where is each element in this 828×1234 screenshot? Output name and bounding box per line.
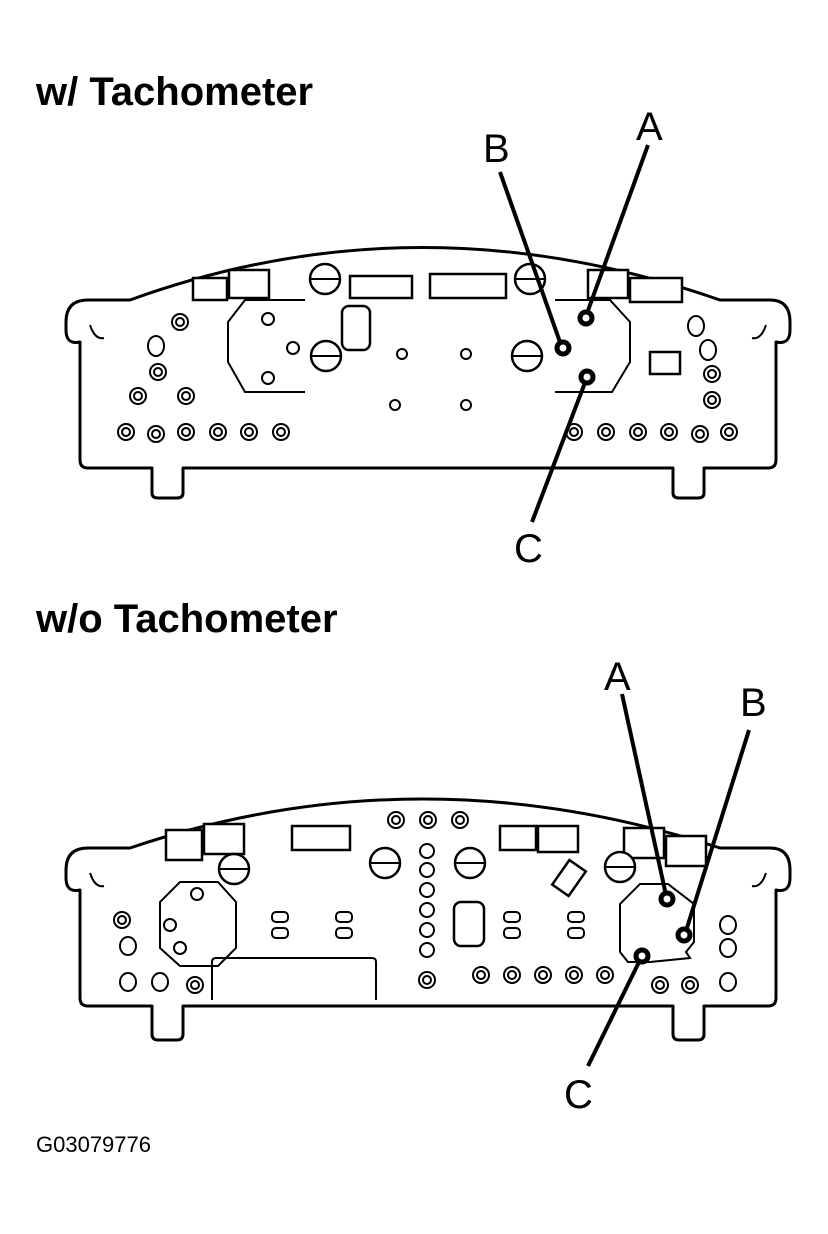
callout-label-c: C: [514, 527, 543, 571]
point-c-marker: [578, 368, 596, 386]
callout-c-with-tachometer: C: [514, 368, 596, 571]
callout-label-c: C: [564, 1073, 593, 1117]
figure-code: G03079776: [36, 1132, 151, 1157]
panel-with-tachometer: w/ Tachometer: [35, 70, 792, 571]
point-c-marker: [633, 947, 651, 965]
callout-label-a: A: [604, 655, 631, 699]
callout-a-with-tachometer: A: [577, 105, 663, 327]
cluster-board-without-tachometer: [64, 797, 792, 1042]
point-b-marker: [675, 926, 693, 944]
callout-b-without-tachometer: B: [675, 681, 767, 944]
point-b-marker: [554, 339, 572, 357]
point-a-marker: [577, 309, 595, 327]
callout-label-b: B: [483, 127, 510, 171]
cluster-board-with-tachometer: [64, 246, 792, 500]
panel-title-with-tachometer: w/ Tachometer: [35, 70, 313, 114]
panel-title-without-tachometer: w/o Tachometer: [35, 597, 338, 641]
callout-c-without-tachometer: C: [564, 947, 651, 1117]
point-a-marker: [658, 890, 676, 908]
panel-without-tachometer: w/o Tachometer: [35, 597, 792, 1117]
callout-a-without-tachometer: A: [604, 655, 676, 908]
callout-label-b: B: [740, 681, 767, 725]
callout-b-with-tachometer: B: [483, 127, 572, 357]
callout-label-a: A: [636, 105, 663, 149]
